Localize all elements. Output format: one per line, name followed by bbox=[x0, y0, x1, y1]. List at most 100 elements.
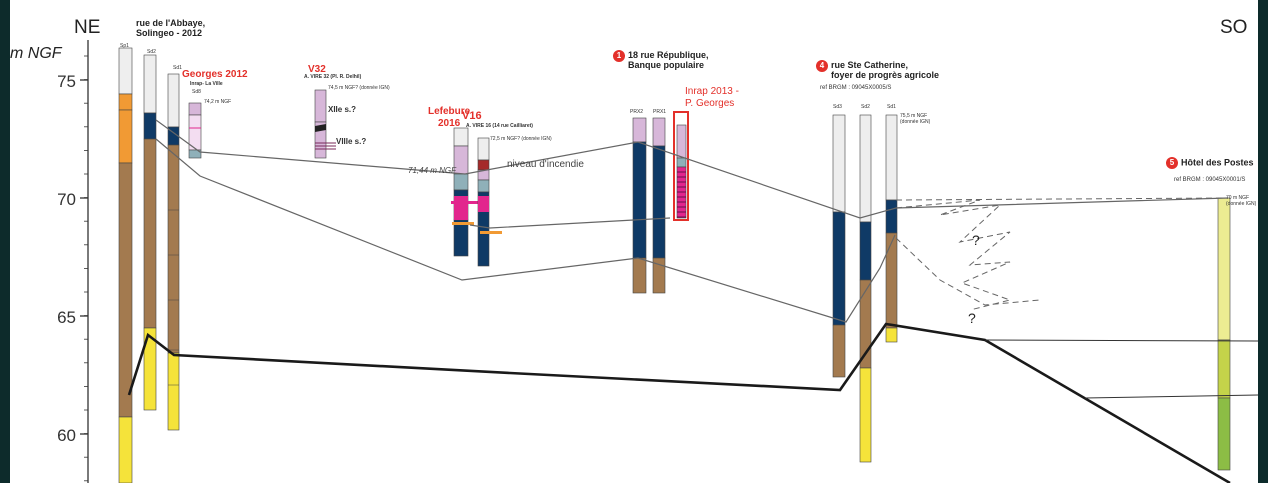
core-inrap2013-layer bbox=[676, 124, 687, 159]
core-prx1-layer bbox=[652, 257, 666, 294]
core-prx2-layer bbox=[632, 117, 647, 143]
core-sp1-layer bbox=[118, 93, 133, 111]
core-inrap2013-frame bbox=[673, 111, 689, 221]
core-cath-sd3-layer bbox=[832, 324, 846, 378]
core-sd1-layer bbox=[167, 352, 180, 431]
core-v16-magenta bbox=[478, 196, 489, 212]
question-mark-2: ? bbox=[968, 310, 976, 326]
question-mark-1: ? bbox=[972, 232, 980, 248]
site-v32-level1: XIIe s.? bbox=[328, 105, 357, 114]
site-v16-elev: 72,5 m NGF? (donnée IGN) bbox=[490, 136, 552, 142]
fire-level-label: niveau d'incendie bbox=[507, 159, 584, 170]
site-postes-elev: 70 m NGF (donnée IGN) bbox=[1226, 195, 1257, 207]
tick-75: 75 bbox=[57, 72, 76, 91]
water-table-lower bbox=[1084, 394, 1258, 399]
core-v32-layer bbox=[314, 89, 327, 123]
core-v16-layer bbox=[477, 137, 490, 161]
site-v32-title: V32 bbox=[308, 64, 326, 75]
site-v16-sub: A. VIRE 16 (14 rue Cailliaret) bbox=[466, 123, 533, 129]
site-georges2012-sub: Inrap- La Ville bbox=[190, 81, 223, 87]
core-cath-sd3-layer bbox=[832, 114, 846, 213]
tick-70: 70 bbox=[57, 190, 76, 209]
core-label-prx1: PRX1 bbox=[653, 109, 667, 115]
core-lefebure-layer bbox=[453, 145, 469, 175]
core-inrap2013-layer bbox=[676, 157, 687, 168]
site-v32-sub: A. VIRE 32 (Pl. R. Delhil) bbox=[304, 74, 362, 80]
core-sd2-layer bbox=[143, 138, 157, 329]
site-inrap2013-title: Inrap 2013 - P. Georges bbox=[685, 86, 739, 109]
core-lefebure-layer bbox=[453, 127, 469, 147]
site-lefebure-title: Lefebure 2016 bbox=[428, 106, 471, 129]
orientation-so: SO bbox=[1220, 17, 1248, 38]
tick-65: 65 bbox=[57, 308, 76, 327]
core-cath-sd1-layer bbox=[885, 327, 898, 343]
site-postes-ref: ref BRGM : 09045X0001/S bbox=[1174, 177, 1246, 183]
core-sd8-layer bbox=[188, 102, 202, 116]
section-diagram: NE SO m NGF 75 70 65 60 rue de l'Abbaye,… bbox=[10, 0, 1258, 483]
orientation-ne: NE bbox=[74, 17, 101, 38]
site-v32-elev: 74,5 m NGF? (donnée IGN) bbox=[328, 85, 390, 91]
core-sd1-layer bbox=[167, 144, 180, 354]
axis-unit: m NGF bbox=[10, 45, 62, 62]
site-v32-level2: VIIIe s.? bbox=[336, 137, 367, 146]
site-georges2012-elev: 74,2 m NGF bbox=[204, 99, 232, 105]
core-postes-layer bbox=[1217, 197, 1231, 341]
core-sp1-layer bbox=[118, 109, 133, 164]
core-cath-sd1-layer bbox=[885, 114, 898, 201]
core-postes-layer bbox=[1217, 397, 1231, 471]
marker-4: 4 bbox=[816, 60, 828, 72]
correlation-fire bbox=[469, 217, 671, 229]
core-cath-sd1-layer bbox=[885, 232, 898, 329]
core-label-sd2: Sd2 bbox=[147, 49, 156, 55]
marker-1: 1 bbox=[613, 50, 625, 62]
core-label-cath-sd3: Sd3 bbox=[833, 104, 842, 110]
site-abbaye-title: rue de l'Abbaye, Solingeo - 2012 bbox=[136, 18, 206, 39]
core-label-cath-sd1: Sd1 bbox=[887, 104, 896, 110]
core-label-sd8: Sd8 bbox=[192, 89, 201, 95]
core-sd2-layer bbox=[143, 327, 157, 411]
core-label-sp1: Sp1 bbox=[120, 43, 129, 49]
core-sd2-layer bbox=[143, 54, 157, 114]
core-sd2-layer bbox=[143, 112, 157, 140]
core-prx1-layer bbox=[652, 145, 666, 259]
core-prx1-layer bbox=[652, 117, 666, 147]
core-label-sd1: Sd1 bbox=[173, 65, 182, 71]
core-lefebure-magenta bbox=[454, 196, 468, 220]
site-catherine-ref: ref BRGM : 09045X0005/S bbox=[820, 85, 892, 91]
core-postes-layer bbox=[1217, 339, 1231, 399]
uncertain-top bbox=[895, 197, 1229, 201]
core-lefebure-layer bbox=[453, 173, 469, 191]
core-sp1-layer bbox=[118, 162, 133, 418]
core-v16-orange bbox=[480, 231, 502, 234]
core-v32-dark-band bbox=[315, 124, 326, 132]
core-inrap2013-layer bbox=[676, 166, 687, 219]
uncertain-upper bbox=[895, 199, 1012, 311]
elev-line-label: 71,44 m NGF bbox=[408, 166, 457, 175]
uncertain-lower bbox=[895, 237, 1041, 306]
site-catherine-elev: 75,5 m NGF (donnée IGN) bbox=[900, 113, 931, 125]
core-v16-layer bbox=[477, 179, 490, 193]
core-label-prx2: PRX2 bbox=[630, 109, 644, 115]
core-cath-sd1-layer bbox=[885, 199, 898, 234]
core-sd8-layer bbox=[188, 149, 202, 159]
core-sd1-layer bbox=[167, 73, 180, 128]
correlation-base bbox=[155, 138, 896, 323]
core-cath-sd3-layer bbox=[832, 211, 846, 326]
stratigraphic-section bbox=[80, 40, 1258, 483]
core-sp1-layer bbox=[118, 47, 133, 95]
core-lefebure-line bbox=[451, 201, 479, 204]
core-v32-layer bbox=[314, 121, 327, 159]
water-table-upper bbox=[984, 339, 1258, 342]
core-v16-layer bbox=[477, 191, 490, 267]
tick-60: 60 bbox=[57, 426, 76, 445]
core-cath-sd2-layer bbox=[859, 221, 872, 281]
bedrock-line bbox=[127, 322, 1231, 483]
core-v16-layer bbox=[477, 159, 490, 171]
site-georges2012-title: Georges 2012 bbox=[182, 69, 248, 80]
core-cath-sd2-layer bbox=[859, 367, 872, 463]
core-lefebure-orange bbox=[452, 222, 474, 225]
core-cath-sd2-layer bbox=[859, 114, 872, 223]
